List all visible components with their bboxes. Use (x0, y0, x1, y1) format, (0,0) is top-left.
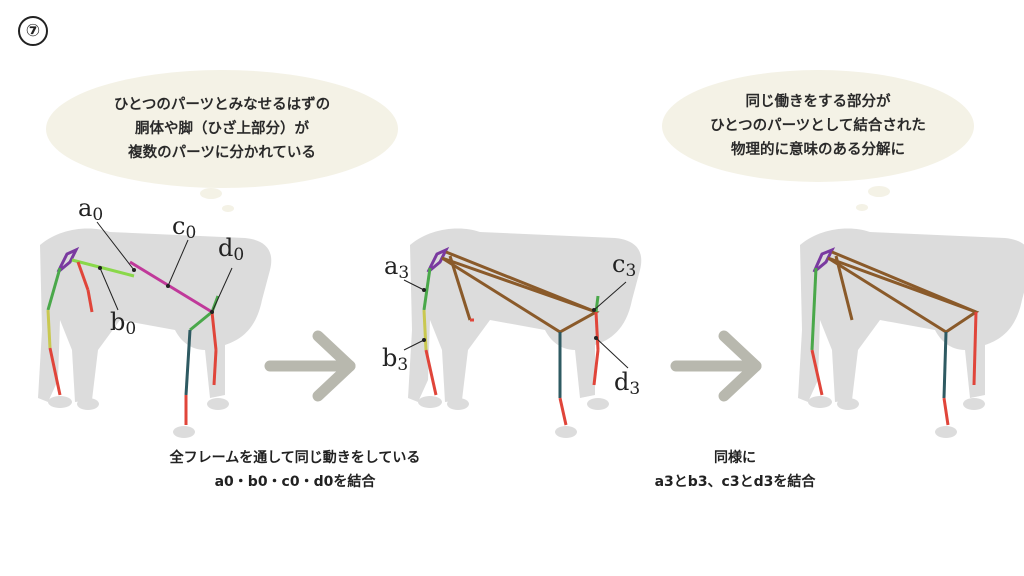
bone-a3 (422, 267, 432, 311)
shadow-foot (173, 426, 195, 438)
bubble-left-line-1: ひとつのパーツとみなせるはずの (113, 97, 331, 113)
leader-b0 (99, 267, 119, 311)
leader-c3 (593, 281, 627, 311)
combined-front-leg (448, 255, 472, 321)
shadow-foot (935, 426, 957, 438)
head-bone (426, 246, 450, 274)
caption-right: 同様に a3とb3、c3とd3を結合 (600, 446, 870, 494)
skeleton-left: a0 b0 c0 d0 (38, 194, 272, 438)
marker-a3 (422, 288, 426, 292)
combined-body (827, 256, 980, 334)
shadow-foot (837, 398, 859, 410)
label-d3: d3 (614, 368, 640, 399)
hind-leg-foot (942, 397, 950, 426)
combined-body (441, 256, 600, 334)
skeleton-middle: a3 b3 c3 d3 (382, 228, 642, 438)
shadow-foot (808, 396, 832, 408)
caption-right-line-1: 同様に (714, 450, 756, 466)
hind-leg-back-lower (592, 349, 600, 386)
thought-bubble-right: 同じ働きをする部分が ひとつのパーツとして結合された 物理的に意味のある分解に (662, 70, 974, 182)
label-a0: a0 (78, 194, 103, 225)
shadow-foot (555, 426, 577, 438)
front-leg-foot (424, 349, 438, 396)
shadow-foot (48, 396, 72, 408)
combined-body-top (445, 250, 597, 314)
shadow-right (798, 228, 1024, 402)
shadow-foot (207, 398, 229, 410)
combined-front-leg (834, 255, 854, 321)
label-a3: a3 (384, 252, 409, 283)
thought-dot-large (200, 188, 222, 199)
bone-d3 (594, 311, 600, 351)
marker-d3 (594, 336, 598, 340)
front-leg-back (76, 261, 90, 291)
thought-dot-small-right (856, 204, 868, 211)
shadow-foot (963, 398, 985, 410)
bone-c0 (129, 260, 213, 314)
label-c3: c3 (612, 250, 636, 281)
caption-left-line-1: 全フレームを通して同じ動きをしている (169, 450, 421, 466)
leader-b3 (403, 339, 425, 351)
bubble-left-line-2: 胴体や脚（ひざ上部分）が (135, 121, 309, 137)
bubble-right-line-3: 物理的に意味のある分解に (731, 142, 905, 158)
leader-d0 (211, 267, 233, 313)
shadow-foot (418, 396, 442, 408)
arrow-right-icon (670, 330, 762, 402)
front-leg-combined (810, 267, 818, 351)
skeleton-right (798, 228, 1024, 438)
hind-leg-foot (558, 397, 568, 426)
bone-c3 (594, 295, 600, 313)
marker-b0 (98, 266, 102, 270)
shadow-foot (587, 398, 609, 410)
shadow-foot (447, 398, 469, 410)
marker-d0 (210, 310, 214, 314)
marker-b3 (422, 338, 426, 342)
thought-bubble-left: ひとつのパーツとみなせるはずの 胴体や脚（ひざ上部分）が 複数のパーツに分かれて… (46, 70, 398, 188)
caption-right-line-2: a3とb3、c3とd3を結合 (654, 474, 816, 490)
bubble-left-line-3: 複数のパーツに分かれている (128, 145, 316, 161)
label-b3: b3 (382, 344, 408, 375)
front-leg-foot (48, 347, 62, 396)
bone-b3 (422, 309, 428, 351)
hind-leg-upper (184, 329, 192, 396)
front-leg-foot (810, 349, 824, 396)
bone-a0 (71, 258, 135, 278)
marker-c0 (166, 284, 170, 288)
front-leg-back-lower (86, 289, 94, 313)
bubble-right-line-2: ひとつのパーツとして結合された (710, 118, 926, 134)
marker-a0 (132, 268, 136, 272)
hind-leg-upper (942, 331, 948, 399)
front-leg-lower (46, 309, 52, 349)
hind-leg-back-lower (212, 349, 218, 386)
leader-d3 (595, 337, 629, 369)
step-number-badge: ⑦ (18, 16, 48, 46)
thought-dot-large-right (868, 186, 890, 197)
leader-a3 (403, 279, 425, 291)
caption-left: 全フレームを通して同じ動きをしている a0・b0・c0・d0を結合 (130, 446, 460, 494)
hind-leg-back (210, 311, 218, 351)
thought-dot-small (222, 205, 234, 212)
hind-leg-back-combined (972, 311, 978, 386)
label-b0: b0 (110, 308, 136, 339)
hip-bone (189, 310, 213, 332)
leader-a0 (96, 221, 135, 271)
caption-left-line-2: a0・b0・c0・d0を結合 (214, 474, 376, 490)
shadow-foot (77, 398, 99, 410)
marker-c3 (592, 308, 596, 312)
head-bone (812, 247, 836, 274)
bubble-right-line-1: 同じ働きをする部分が (745, 94, 891, 110)
leader-c0 (167, 239, 189, 287)
bone-b0 (46, 267, 62, 311)
head-bone (56, 246, 80, 274)
label-c0: c0 (172, 212, 196, 243)
label-d0: d0 (218, 234, 244, 265)
arrow-right-icon (264, 330, 356, 402)
combined-body-top (831, 250, 977, 314)
